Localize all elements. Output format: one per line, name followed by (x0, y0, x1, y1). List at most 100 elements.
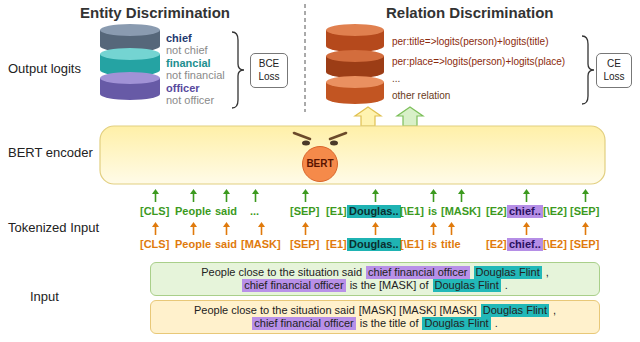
hollow-arrow (397, 107, 423, 126)
token-arrow (526, 226, 528, 235)
node-text: . (495, 317, 498, 330)
token-arrow (461, 193, 463, 202)
node-text: . (505, 279, 508, 292)
arrow-head (372, 189, 379, 194)
token: said (215, 205, 237, 218)
token-arrow (433, 226, 435, 235)
token-arrow (226, 226, 228, 235)
node-text: [MASK] [MASK] [MASK] (359, 304, 477, 317)
class-label: not officer (166, 94, 214, 107)
arrow-head (190, 222, 197, 227)
entity-logit-stack (100, 24, 160, 100)
node-text: People close to the situation said (194, 304, 355, 317)
brace (582, 36, 594, 104)
node-text: is the [MASK] of (350, 279, 429, 292)
token: [MASK] (441, 205, 481, 218)
class-label: not chief (166, 44, 208, 57)
node-text: CE Loss (599, 58, 629, 83)
token: Douglas.. (347, 238, 401, 251)
arrow-head (458, 189, 465, 194)
arrow-head (430, 222, 437, 227)
token-arrow (255, 193, 257, 202)
brace (232, 32, 244, 108)
arrow-head (258, 222, 265, 227)
token-arrow (585, 193, 587, 202)
bert-face (294, 133, 346, 146)
relation-label: per:title=>logits(person)+logits(title) (392, 36, 548, 48)
token: [\E2] (543, 205, 567, 218)
token: chief.. (507, 205, 543, 218)
token-arrow (585, 226, 587, 235)
token: title (441, 238, 461, 251)
token: [E2] (486, 238, 507, 251)
node-text: , (553, 304, 556, 317)
token: [E1] (326, 205, 347, 218)
loss-box: CE Loss (596, 53, 632, 88)
node-text: People close to the situation said (201, 266, 362, 279)
node-text: chief financial officer (366, 266, 469, 279)
arrow-head (523, 222, 530, 227)
class-label: not financial (166, 69, 225, 82)
arrow-head (582, 189, 589, 194)
arrow-head (190, 189, 197, 194)
token: [\E1] (400, 205, 424, 218)
relation-label: other relation (392, 90, 450, 102)
token: [\E2] (543, 238, 567, 251)
token: [SEP] (290, 238, 319, 251)
node-text: chief financial officer (252, 317, 355, 330)
node-text: Douglas Flint (481, 304, 549, 317)
arrow-head (582, 222, 589, 227)
token-arrow (375, 193, 377, 202)
class-label: financial (166, 57, 211, 70)
token: People (175, 205, 211, 218)
node-text: BERT (302, 146, 338, 182)
arrow-head (152, 222, 159, 227)
class-label: officer (166, 82, 200, 95)
row-label: Output logits (8, 62, 81, 77)
token: [E2] (486, 205, 507, 218)
node-text: Douglas Flint (433, 279, 501, 292)
encoder-box (100, 126, 605, 184)
token: is (428, 238, 437, 251)
token: [CLS] (140, 205, 169, 218)
token-arrow (451, 226, 453, 235)
token-arrow (193, 226, 195, 235)
token-arrow (155, 226, 157, 235)
bert-circle: BERT (302, 146, 338, 182)
token: [\E1] (400, 238, 424, 251)
token: [E1] (326, 238, 347, 251)
divider-line (305, 4, 306, 112)
arrow-head (372, 222, 379, 227)
arrow-head (523, 189, 530, 194)
input-box: People close to the situation said [MASK]… (150, 300, 600, 334)
arrow-head (302, 222, 309, 227)
token: People (175, 238, 211, 251)
token: [SEP] (290, 205, 319, 218)
token-arrow (261, 226, 263, 235)
input-box: People close to the situation saidchief … (150, 262, 600, 296)
arrow-head (252, 189, 259, 194)
arrow-head (223, 189, 230, 194)
token: [SEP] (570, 205, 599, 218)
class-label: chief (166, 32, 192, 45)
token: [SEP] (570, 238, 599, 251)
token-arrow (193, 193, 195, 202)
relation-logit-stack (326, 24, 384, 104)
node-text: , (546, 266, 549, 279)
token: [MASK] (241, 238, 281, 251)
token-arrow (433, 193, 435, 202)
token-arrow (305, 193, 307, 202)
node-text: BCE Loss (253, 58, 285, 83)
token-arrows (152, 189, 589, 235)
section-heading: Entity Discrimination (80, 4, 230, 21)
relation-label: ... (392, 73, 400, 85)
node-text: is the title of (360, 317, 419, 330)
node-text: Douglas Flint (474, 266, 542, 279)
section-heading: Relation Discrimination (386, 4, 554, 21)
arrow-head (430, 189, 437, 194)
token: chief.. (507, 238, 543, 251)
token: said (215, 238, 237, 251)
node-text: chief financial officer (242, 279, 345, 292)
node-text: Douglas Flint (422, 317, 490, 330)
arrow-head (448, 222, 455, 227)
